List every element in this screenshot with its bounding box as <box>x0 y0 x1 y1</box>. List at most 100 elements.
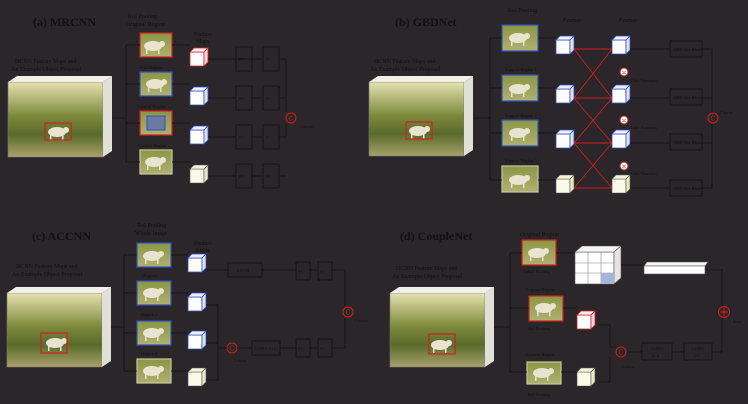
panel-b-gate-label-3: Gate Function <box>631 171 657 176</box>
panel-d-conv-label-1: CONV <box>651 346 665 351</box>
panel-b-title: (b) GBDNet <box>395 15 457 29</box>
panel-c-input-image <box>6 287 111 368</box>
panel-b-cube-r2 <box>611 84 631 104</box>
panel-a-concat-label: Concat <box>300 124 313 129</box>
panel-d-roi-label-2: RoI Pooling <box>528 392 551 397</box>
panel-b-region-label-2: Support Region 2 <box>505 113 537 118</box>
fc-label: FC <box>320 269 326 274</box>
panel-a-roi-header: RoI Pooling <box>128 14 157 20</box>
fc-label: FC <box>266 135 272 140</box>
panel-a-fc-boxes: FC FC FC FC FC FC FC FC <box>235 46 280 189</box>
panel-b-cube-l2 <box>555 84 575 104</box>
block-label: GBD-Net Block <box>673 47 703 52</box>
panel-d-cube-context <box>576 367 596 387</box>
svg-text:C: C <box>346 310 351 317</box>
panel-a-region-label-3: Context Region <box>138 143 167 148</box>
panel-b-cube-l3 <box>555 129 575 149</box>
panel-b-roi-header: RoI Pooling <box>508 8 537 14</box>
panel-d-conv-box-2 <box>683 342 713 361</box>
panel-d: (d) CoupleNet DCNN Feature Maps and An E… <box>389 229 742 397</box>
panel-b-feature-header-1: Feature <box>563 18 581 24</box>
panel-d-conv-sub-1: k×k <box>652 353 660 358</box>
panel-a-cube-4 <box>189 164 209 184</box>
panel-b-region-label-3: Support Region 3 <box>505 158 538 163</box>
panel-b-concat-label: Concat <box>720 110 733 115</box>
panel-b-cube-l1 <box>555 35 575 55</box>
panel-a-input-caption-1: DCNN Feature Maps and <box>15 59 77 65</box>
svg-text:×: × <box>622 70 627 77</box>
svg-text:×: × <box>622 164 627 171</box>
panel-c-cube-4 <box>187 367 207 387</box>
panel-c-concat-label-1: Concat <box>234 358 247 363</box>
panel-a-thumb-2 <box>139 71 173 97</box>
panel-c-feature-header: Feature <box>194 241 212 247</box>
panel-b-gate-label-1: Gate Function <box>631 78 657 83</box>
panel-a-thumb-3 <box>139 110 173 136</box>
panel-b-input-caption-1: DCNN Feature Maps and <box>374 59 436 65</box>
panel-c-feature-header-2: Maps <box>196 248 210 254</box>
panel-b-region-label-1: Support Region 1 <box>505 67 537 72</box>
panel-a-cube-1 <box>189 47 209 67</box>
panel-d-grid-cube <box>574 245 622 285</box>
panel-a-region-label-1: Half Region <box>140 65 163 70</box>
panel-d-concat-icon <box>615 346 627 358</box>
fc-label: FC <box>239 96 245 101</box>
block-label: GBD-Net Block <box>673 140 703 145</box>
panel-b-gate-label-2: Gate Function <box>631 125 657 130</box>
svg-text:C: C <box>711 116 716 123</box>
panel-d-cube-orig <box>576 310 596 330</box>
panel-a-title: (a) MRCNN <box>33 15 96 29</box>
fc-label: FC <box>298 346 304 351</box>
panel-a-feature-header: Feature <box>194 32 212 38</box>
panel-c-title: (c) ACCNN <box>32 229 91 243</box>
panel-c-cube-1 <box>187 253 207 273</box>
panel-d-input-caption-2: An Example Object Proposal <box>392 274 462 280</box>
panel-d-psroi-label: PSRoI Pooling <box>523 269 551 274</box>
panel-b-input-caption-2: An Example Object Proposal <box>370 67 440 73</box>
panel-b-blocks: GBD-Net Block GBD-Net Block GBD-Net Bloc… <box>669 40 703 197</box>
panel-d-context-label: Context Region <box>526 352 555 357</box>
svg-text:C: C <box>230 346 235 353</box>
panel-b-input-image <box>368 76 473 157</box>
fc-label: FC <box>266 96 272 101</box>
panel-a-thumb-1 <box>139 32 173 58</box>
panel-a-cube-3 <box>189 125 209 145</box>
proposal-box <box>44 122 72 141</box>
panel-b-thumbs <box>501 24 539 193</box>
panel-d-vector-bar <box>643 265 706 275</box>
panel-c-concat-label-2: Concat <box>355 318 368 323</box>
panel-c-input-caption-1: DCNN Feature Maps and <box>16 264 78 270</box>
panel-d-sum-icon <box>718 306 730 318</box>
panel-d-thumbs <box>521 239 564 385</box>
panel-c-region-label-3: Region 2 <box>141 351 157 356</box>
panel-c-region-label-2: Region 1 <box>141 312 157 317</box>
fc-label: FC <box>239 57 245 62</box>
panel-d-orig-label: Original Region <box>525 287 555 292</box>
panel-c-cube-2 <box>187 292 207 312</box>
block-label: GBD-Net Block <box>673 95 703 100</box>
panel-c-concat-icon-2 <box>342 306 354 318</box>
panel-b-cube-r4 <box>611 174 631 194</box>
panel-d-title: (d) CoupleNet <box>400 229 472 243</box>
panel-d-input-image <box>389 287 494 368</box>
fc-label: FC <box>320 346 326 351</box>
panel-d-conv-sub-2: 1×1 <box>693 353 700 358</box>
panel-b-feature-header-2: Feature <box>619 18 637 24</box>
panel-a-cube-2 <box>189 86 209 106</box>
svg-text:C: C <box>619 350 624 357</box>
panel-c-region-label-1: Original <box>142 273 158 278</box>
panel-a-region-label-2: Central Region <box>138 104 166 109</box>
panel-c-roi-header: RoI Pooling <box>137 223 166 229</box>
svg-text:×: × <box>622 118 627 125</box>
panel-c-conv-label: CONV 1×1 <box>255 346 276 351</box>
panel-b-concat-icon <box>707 112 719 124</box>
panel-a-feature-header-2: Maps <box>196 39 210 45</box>
fc-label: FC <box>266 57 272 62</box>
panel-a-roi-header-2: Original Region <box>126 22 165 28</box>
panel-a-input-image <box>7 76 112 158</box>
panel-c-thumbs <box>136 242 172 384</box>
fc-label: FC <box>239 174 245 179</box>
panel-b-cube-r3 <box>611 129 631 149</box>
panel-d-conv-label-2: CONV <box>692 346 706 351</box>
panel-d-input-caption-1: DCNN Feature Maps and <box>396 266 458 272</box>
